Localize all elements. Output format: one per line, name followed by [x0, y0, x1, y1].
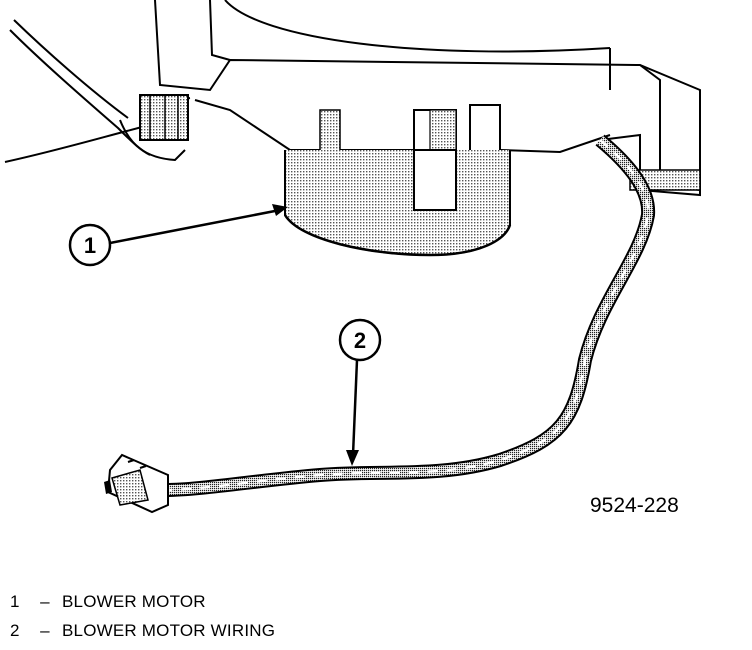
legend-dash: –: [40, 621, 50, 640]
legend-item-2: 2 –BLOWER MOTOR WIRING: [10, 616, 275, 645]
wire-connector-plug: [104, 453, 169, 514]
callout-2-number: 2: [354, 328, 366, 353]
legend-item-label: BLOWER MOTOR WIRING: [62, 621, 276, 640]
legend-item-number: 1: [10, 592, 20, 611]
legend: 1 –BLOWER MOTOR 2 –BLOWER MOTOR WIRING: [10, 587, 275, 645]
legend-item-1: 1 –BLOWER MOTOR: [10, 587, 275, 616]
figure-id: 9524-228: [590, 494, 679, 517]
legend-item-label: BLOWER MOTOR: [62, 592, 206, 611]
legend-dash: –: [40, 592, 50, 611]
blower-motor-wiring-drawing: [164, 134, 656, 497]
legend-item-number: 2: [10, 621, 20, 640]
housing-connector: [119, 94, 189, 162]
callout-1: 1: [68, 204, 288, 267]
blower-motor-drawing: [283, 149, 512, 257]
callout-2: 2: [338, 318, 382, 466]
blower-motor-illustration: 1 2 9524-228: [4, 0, 701, 517]
callout-1-number: 1: [84, 233, 96, 258]
